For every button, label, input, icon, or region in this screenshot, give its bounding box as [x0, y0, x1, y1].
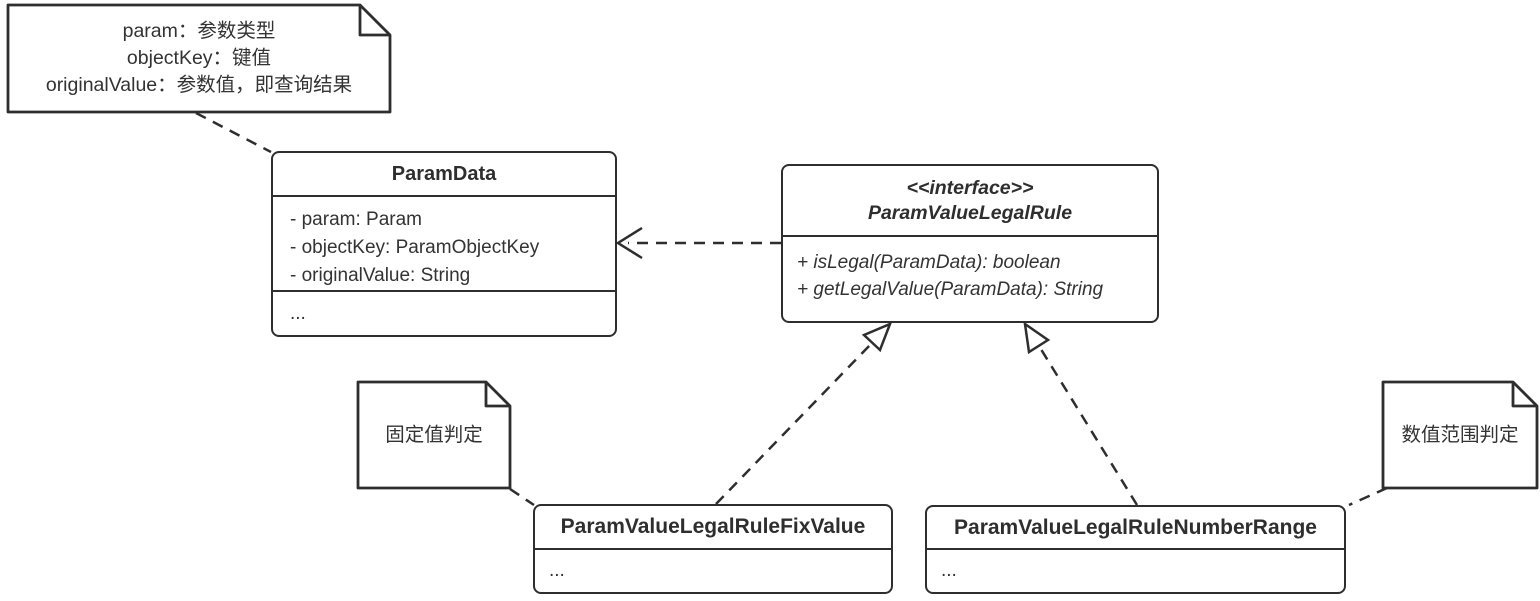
note-shape-param-fields — [6, 3, 392, 114]
class-stereotype: <<interface>> — [906, 176, 1034, 199]
class-methods-placeholder: ... — [273, 290, 615, 335]
note-line: 数值范围判定 — [1401, 423, 1519, 446]
note-link-fix-value — [509, 487, 535, 507]
method: + isLegal(ParamData): boolean — [797, 252, 1061, 273]
note-link-number-range — [1348, 486, 1388, 507]
realization-arrow-numberrange — [1023, 321, 1139, 506]
class-title: ParamValueLegalRule — [867, 201, 1073, 224]
note-line: 固定值判定 — [385, 423, 483, 446]
note-line: param：参数类型 — [122, 20, 276, 42]
class-attributes: - param: Param - objectKey: ParamObjectK… — [273, 195, 615, 290]
class-title: ParamValueLegalRuleFixValue — [560, 515, 866, 538]
note-number-range: 数值范围判定 — [1383, 382, 1537, 488]
class-title: ParamValueLegalRuleNumberRange — [954, 515, 1317, 539]
dependency-arrow-interface-to-paramdata — [615, 226, 781, 260]
method: + getLegalValue(ParamData): String — [797, 279, 1104, 300]
note-shape-fix-value — [356, 380, 512, 490]
class-title-block: <<interface>> ParamValueLegalRule — [783, 166, 1157, 235]
class-number-range: ParamValueLegalRuleNumberRange ... — [925, 505, 1346, 594]
class-param-value-legal-rule-interface: <<interface>> ParamValueLegalRule + isLe… — [781, 164, 1159, 323]
note-line: originalValue：参数值，即查询结果 — [45, 74, 353, 96]
note-fix-value: 固定值判定 — [358, 382, 510, 488]
class-methods-placeholder: ... — [535, 548, 891, 592]
note-param-fields: param：参数类型 objectKey：键值 originalValue：参数… — [8, 5, 390, 112]
class-methods-placeholder: ... — [927, 548, 1344, 592]
class-methods: + isLegal(ParamData): boolean + getLegal… — [783, 235, 1157, 321]
class-title: ParamData — [391, 162, 497, 185]
attribute: - param: Param — [290, 209, 422, 230]
note-link-param-fields — [195, 111, 272, 154]
realization-arrow-fixvalue — [715, 321, 893, 505]
class-fix-value: ParamValueLegalRuleFixValue ... — [533, 504, 893, 594]
class-param-data: ParamData - param: Param - objectKey: Pa… — [271, 151, 617, 337]
note-shape-number-range — [1381, 380, 1539, 490]
attribute: - objectKey: ParamObjectKey — [290, 237, 540, 258]
attribute: - originalValue: String — [290, 265, 471, 286]
note-line: objectKey：键值 — [126, 47, 272, 69]
